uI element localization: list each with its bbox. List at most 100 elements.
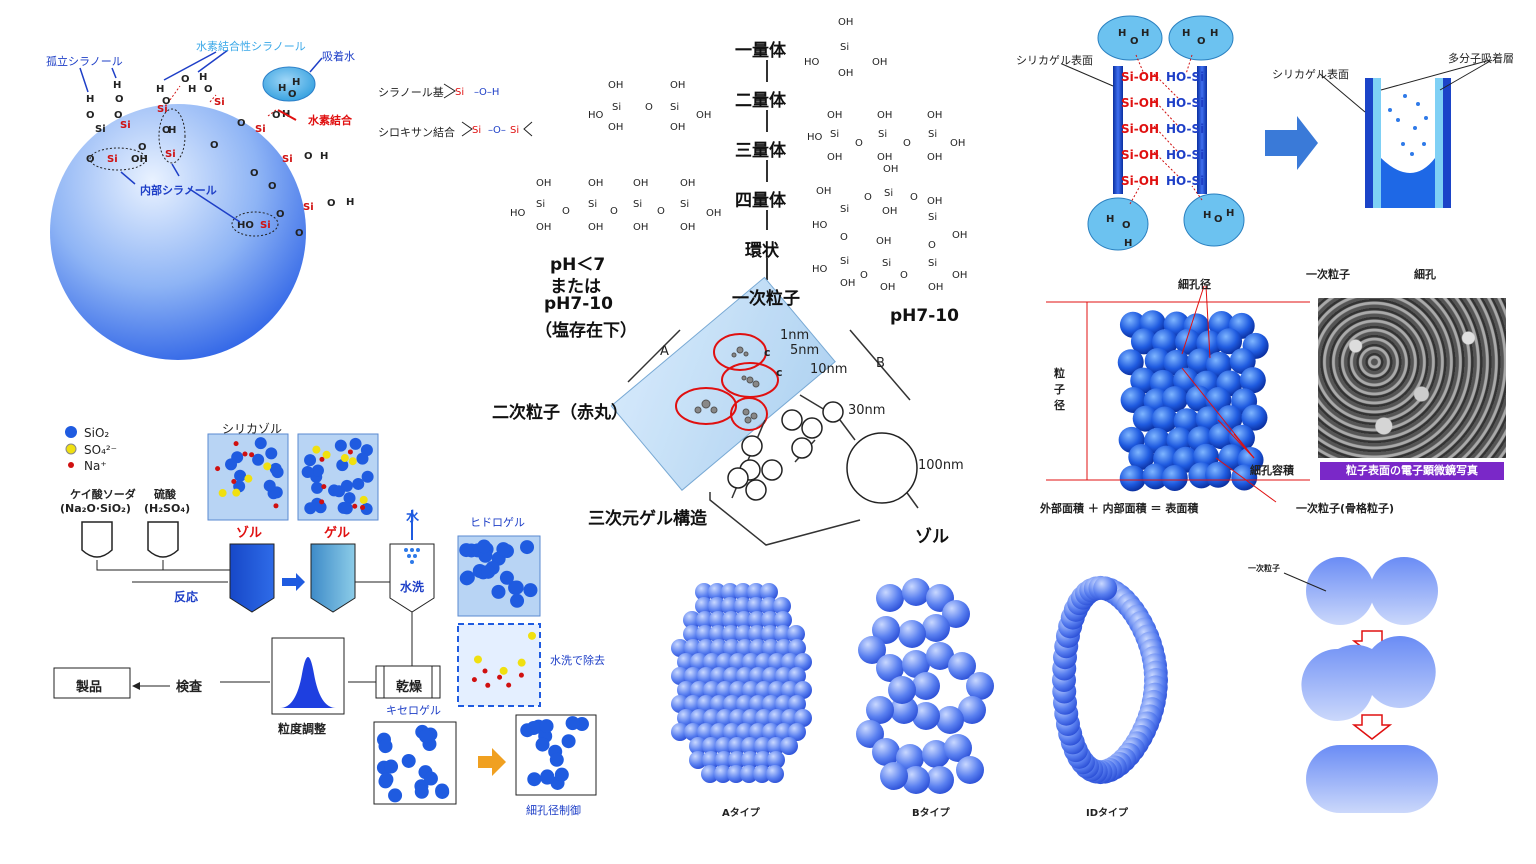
type-a-ball: [715, 737, 733, 755]
svg-text:O: O: [928, 240, 936, 251]
adsorbed-water-label: 吸着水: [322, 50, 355, 63]
svg-text:O: O: [162, 125, 171, 136]
type-a-ball: [671, 639, 689, 657]
na-dot: [319, 499, 325, 505]
primary-particle-ball: [1216, 328, 1243, 355]
product-box: [53, 667, 131, 699]
primary-particle-ball: [1229, 348, 1256, 375]
sulfuric-acid-tank: [147, 521, 179, 558]
svg-text:H: H: [1203, 210, 1211, 221]
primary-particle-ball: [1228, 424, 1255, 451]
sio2-dot: [418, 729, 433, 744]
sioh-1: Si-OH: [1121, 70, 1159, 84]
sio2-dot: [349, 437, 362, 450]
ph-base-label: pH7-10: [890, 306, 959, 326]
type-a-ball: [684, 667, 702, 685]
type-a-ball: [689, 751, 707, 769]
type-a-ball: [788, 695, 806, 713]
type-b-ball: [912, 672, 940, 700]
type-a-ball: [748, 611, 766, 629]
primary-particle-ball: [1161, 464, 1188, 491]
type-b-ball: [926, 766, 954, 794]
primary-particle-ball: [1120, 387, 1147, 414]
sio2-dot: [388, 788, 403, 803]
type-a-ball: [761, 625, 779, 643]
hosi-4: HO-Si: [1166, 148, 1205, 162]
type-a-ball: [710, 667, 728, 685]
svg-text:O: O: [304, 151, 313, 162]
svg-text:HO: HO: [812, 264, 828, 275]
fusion-particle-left: [1306, 557, 1374, 625]
type-a-ball: [671, 695, 689, 713]
svg-text:OH: OH: [838, 68, 853, 79]
svg-text:–O–H: –O–H: [474, 87, 499, 98]
water-molecule-top-right: [1168, 15, 1234, 61]
gel-label: ゲル: [324, 526, 351, 541]
primary-particle-ball: [1130, 328, 1157, 355]
type-a-ball: [774, 625, 792, 643]
type-a-ball: [684, 723, 702, 741]
svg-text:OH: OH: [827, 110, 842, 121]
type-a-ball: [747, 583, 765, 601]
so4-dot: [348, 457, 357, 466]
svg-text:OH: OH: [680, 222, 695, 233]
type-a-ball: [749, 695, 767, 713]
na-dot: [249, 452, 255, 458]
svg-text:O: O: [268, 181, 277, 192]
type-a-ball: [794, 653, 812, 671]
type-a-ball: [671, 667, 689, 685]
type-a-ball: [754, 751, 772, 769]
svg-text:OH: OH: [588, 178, 603, 189]
svg-text:H: H: [292, 77, 300, 88]
sio2-dot: [361, 470, 374, 483]
svg-text:OH: OH: [877, 152, 892, 163]
type-b-label: Bタイプ: [912, 808, 950, 819]
na-dot: [242, 451, 248, 457]
type-a-ball: [716, 709, 734, 727]
na-dot: [360, 504, 366, 510]
so4-dot: [499, 666, 508, 675]
water-molecule-top-left: [1097, 15, 1163, 61]
type-a-ball: [748, 625, 766, 643]
sio2-dot: [549, 752, 564, 767]
wash-removal-box: [457, 623, 541, 707]
svg-text:Si: Si: [472, 125, 481, 136]
na-dot: [231, 478, 237, 484]
svg-text:Si: Si: [255, 124, 266, 135]
dry-label: 乾燥: [396, 680, 423, 695]
type-b-ball: [872, 616, 900, 644]
svg-text:HO: HO: [588, 110, 604, 121]
svg-text:Si: Si: [165, 149, 176, 160]
sodium-silicate-tank: [81, 521, 113, 558]
sodium-silicate-label: ケイ酸ソーダ: [70, 488, 136, 501]
type-a-ball: [729, 653, 747, 671]
na-dot: [233, 441, 239, 447]
svg-text:H: H: [199, 72, 207, 83]
sio2-dot: [491, 584, 506, 599]
na-dot: [485, 682, 491, 688]
svg-text:Si: Si: [884, 188, 893, 199]
sio2-dot: [314, 501, 327, 514]
type-a-ball: [742, 681, 760, 699]
na-dot: [321, 484, 327, 490]
svg-text:OH: OH: [670, 80, 685, 91]
bond-formula-icons: Si–O–H Si–O–Si: [443, 83, 533, 137]
svg-text:Si: Si: [928, 129, 937, 140]
type-a-ball: [768, 709, 786, 727]
svg-text:O: O: [860, 270, 868, 281]
svg-text:Si: Si: [680, 199, 689, 210]
ph-neutral-label: pH7-10: [544, 294, 613, 314]
svg-text:OH: OH: [950, 138, 965, 149]
sio2-dot: [509, 580, 524, 595]
svg-text:H: H: [1226, 208, 1234, 219]
primary-particle-ball: [1132, 405, 1159, 432]
svg-text:H: H: [1118, 28, 1126, 39]
siloxane-bond-label: シロキサン結合: [378, 126, 455, 139]
silica-wall-left: [1113, 66, 1123, 194]
type-a-ball: [721, 583, 739, 601]
type-a-ball: [728, 737, 746, 755]
svg-text:OH: OH: [927, 152, 942, 163]
type-a-ball: [736, 667, 754, 685]
